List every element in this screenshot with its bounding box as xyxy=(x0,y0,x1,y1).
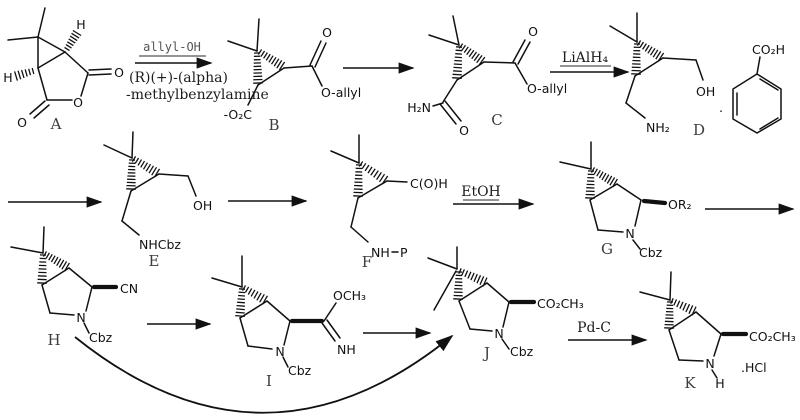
k-ester-label: CO₂CH₃ xyxy=(749,329,796,344)
compound-label-d: D xyxy=(693,121,705,139)
a-hydrogen-left-label: H xyxy=(3,70,12,85)
a-hydrogen-top-label: H xyxy=(76,17,85,32)
reagent-allyl-oh: allyl-OH xyxy=(143,40,201,54)
structure-c: O O-allyl O H₂N C xyxy=(407,15,567,138)
k-nh-hydrogen-label: H xyxy=(715,376,724,391)
structure-d: OH NH₂ . D xyxy=(609,12,723,139)
j-nitrogen-label: N xyxy=(494,326,503,341)
k-nitrogen-label: N xyxy=(705,356,714,371)
compound-label-c: C xyxy=(491,111,502,129)
b-o-allyl-label: O-allyl xyxy=(321,85,361,100)
structure-b: O O-allyl -O₂C B xyxy=(224,18,361,134)
structure-i: OCH₃ NH N Cbz I xyxy=(211,255,366,390)
h-cbz-label: Cbz xyxy=(89,330,113,345)
k-hcl-label: .HCl xyxy=(741,360,767,375)
structure-f: C(O)H NH P F xyxy=(330,134,448,271)
compound-label-g: G xyxy=(601,240,613,258)
i-imine-nh-label: NH xyxy=(337,342,356,357)
compound-label-e: E xyxy=(149,252,160,270)
a-oxygen-right-label: O xyxy=(114,65,124,80)
c-o-allyl-label: O-allyl xyxy=(527,81,567,96)
i-nitrogen-label: N xyxy=(275,344,284,359)
h-nitrogen-label: N xyxy=(76,310,85,325)
structure-g: OR₂ N Cbz G xyxy=(559,141,692,260)
step6-arrow: EtOH xyxy=(453,184,535,210)
step10-arrow: Pd-C xyxy=(568,320,648,346)
a-oxygen-bottom-label: O xyxy=(17,115,27,130)
e-nhcbz-label: NHCbz xyxy=(139,237,181,252)
benzene-ring xyxy=(732,73,782,134)
compound-label-k: K xyxy=(684,374,696,392)
g-or2-label: OR₂ xyxy=(668,197,692,212)
benzoic-acid-co2h-label: CO₂H xyxy=(752,42,785,57)
d-salt-dot: . xyxy=(719,100,723,115)
f-nh-label: NH xyxy=(371,245,390,260)
d-hydroxyl-label: OH xyxy=(696,84,715,99)
structure-j: CO₂CH₃ N Cbz J xyxy=(427,246,584,362)
compound-label-j: J xyxy=(482,344,490,362)
compound-label-h: H xyxy=(47,331,60,349)
f-protecting-group-label: P xyxy=(400,245,408,260)
g-cbz-label: Cbz xyxy=(639,245,663,260)
structure-a: O O O H H A xyxy=(3,7,124,133)
structure-k: CO₂CH₃ N H .HCl K xyxy=(639,271,796,392)
structure-e: OH NHCbz E xyxy=(103,131,212,270)
e-hydroxyl-label: OH xyxy=(193,198,212,213)
i-methoxy-label: OCH₃ xyxy=(333,288,366,303)
i-cbz-label: Cbz xyxy=(288,363,312,378)
j-ester-label: CO₂CH₃ xyxy=(537,296,584,311)
c-ester-oxygen-label: O xyxy=(528,24,538,39)
step3-arrow: LiAlH₄ xyxy=(550,50,630,78)
reagent-pdc: Pd-C xyxy=(577,320,611,336)
reagent-etoh: EtOH xyxy=(461,184,501,200)
d-amine-label: NH₂ xyxy=(646,120,670,135)
c-amide-oxygen-label: O xyxy=(459,123,469,138)
j-cbz-label: Cbz xyxy=(510,344,534,359)
a-oxygen-ring-label: O xyxy=(73,95,83,110)
b-carboxylate-label: -O₂C xyxy=(224,107,253,122)
structure-h: CN N Cbz H xyxy=(10,226,138,349)
benzoic-acid: CO₂H xyxy=(732,42,785,134)
g-nitrogen-label: N xyxy=(625,226,634,241)
reagent-amine-line1: (R)(+)-(alpha) xyxy=(129,70,228,86)
b-ester-oxygen-label: O xyxy=(322,25,332,40)
f-aldehyde-label: C(O)H xyxy=(410,176,448,191)
step1-arrow: allyl-OH (R)(+)-(alpha) -methylbenzylami… xyxy=(126,40,269,103)
compound-label-b: B xyxy=(268,116,279,134)
c-amine-label: H₂N xyxy=(407,100,431,115)
compound-label-f: F xyxy=(362,253,372,271)
reagent-lialh4: LiAlH₄ xyxy=(562,50,609,66)
compound-label-i: I xyxy=(266,372,272,390)
h-nitrile-label: CN xyxy=(120,281,138,296)
reagent-amine-line2: -methylbenzylamine xyxy=(126,87,269,103)
compound-label-a: A xyxy=(50,115,62,133)
curved-arrow-h-to-j xyxy=(74,334,454,414)
